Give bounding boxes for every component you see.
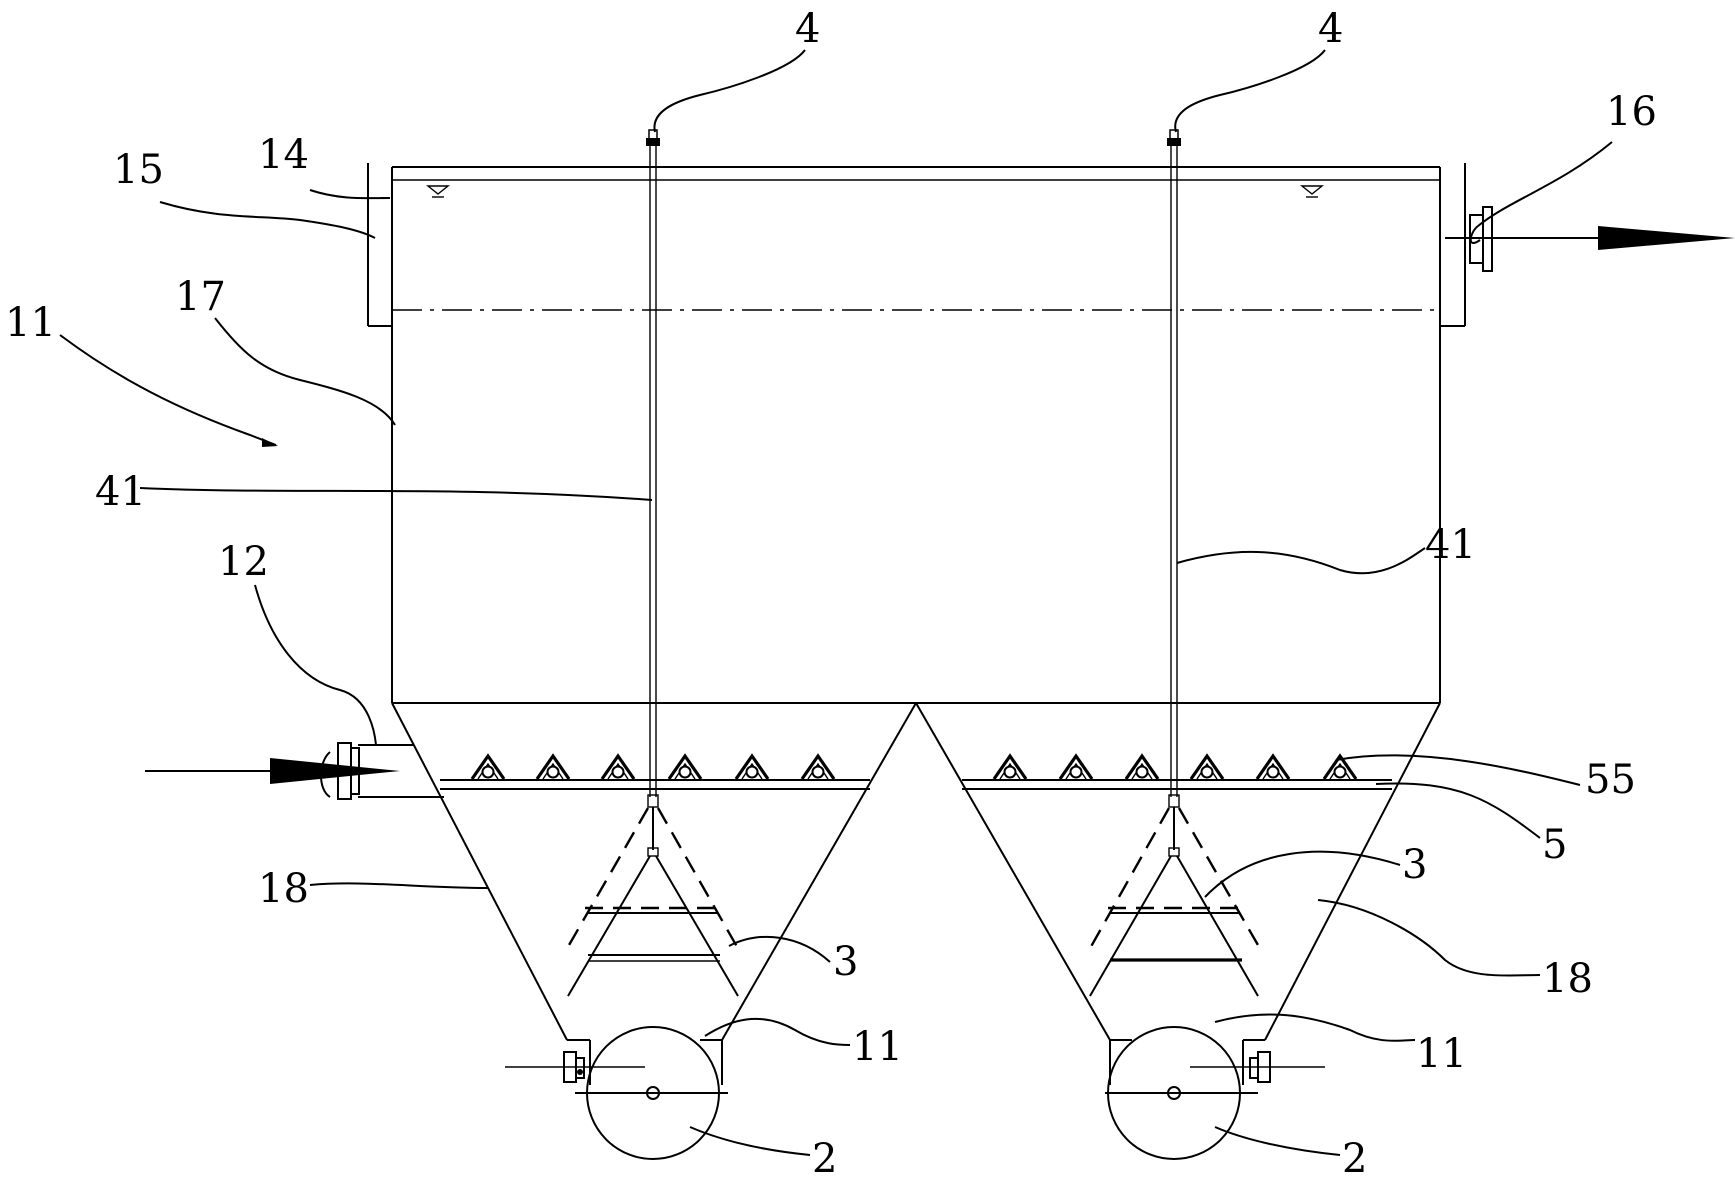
right-outlet-channel xyxy=(1440,163,1466,327)
water-level-markers xyxy=(426,185,1324,198)
nozzle-1 xyxy=(470,753,506,780)
label-12: 12 xyxy=(218,539,269,585)
label-4-left: 4 xyxy=(795,6,820,52)
label-2-right: 2 xyxy=(1342,1136,1367,1182)
label-2-left: 2 xyxy=(812,1136,837,1182)
label-3-right: 3 xyxy=(1402,842,1427,888)
left-bottom-outlet xyxy=(505,1026,728,1160)
nozzle-7 xyxy=(992,753,1028,780)
agitator-left xyxy=(563,794,742,997)
nozzle-8 xyxy=(1058,753,1094,780)
nozzle-3 xyxy=(600,753,636,780)
label-11-top: 11 xyxy=(5,300,56,346)
nozzle-12 xyxy=(1322,753,1358,780)
nozzle-9 xyxy=(1124,753,1160,780)
label-14: 14 xyxy=(258,132,309,178)
right-bottom-outlet xyxy=(1105,1026,1325,1160)
label-41-right: 41 xyxy=(1425,522,1476,568)
label-11-left-bottom: 11 xyxy=(852,1024,903,1070)
label-11-right-bottom: 11 xyxy=(1416,1031,1467,1077)
inlet-pipe xyxy=(145,742,444,800)
label-15: 15 xyxy=(113,147,164,193)
agitator-right xyxy=(1086,794,1264,997)
label-5: 5 xyxy=(1542,822,1567,868)
label-17: 17 xyxy=(175,274,226,320)
nozzle-row xyxy=(470,753,1358,780)
outlet-arrow-icon xyxy=(1598,226,1735,250)
nozzle-5 xyxy=(734,753,770,780)
tank-body xyxy=(391,166,1441,704)
inlet-arrow-icon xyxy=(270,758,400,784)
nozzle-2 xyxy=(535,753,571,780)
nozzle-11 xyxy=(1255,753,1291,780)
label-18-left: 18 xyxy=(258,866,309,912)
nozzle-6 xyxy=(800,753,836,780)
label-4-right: 4 xyxy=(1318,6,1343,52)
label-18-right: 18 xyxy=(1542,956,1593,1002)
label-16: 16 xyxy=(1606,89,1657,135)
outlet-flange xyxy=(1445,206,1735,272)
label-41-left: 41 xyxy=(95,469,146,515)
distribution-plate xyxy=(440,779,1392,790)
left-overflow-channel xyxy=(367,163,392,327)
shafts xyxy=(646,129,1181,797)
hoppers xyxy=(391,702,1441,1041)
nozzle-4 xyxy=(667,753,703,780)
leader-lines xyxy=(59,49,1613,1156)
label-55: 55 xyxy=(1585,757,1636,803)
part-labels: 4 4 16 14 15 17 11 41 41 12 55 5 3 3 18 … xyxy=(5,6,1657,1182)
nozzle-10 xyxy=(1189,753,1225,780)
label-3-left: 3 xyxy=(833,939,858,985)
